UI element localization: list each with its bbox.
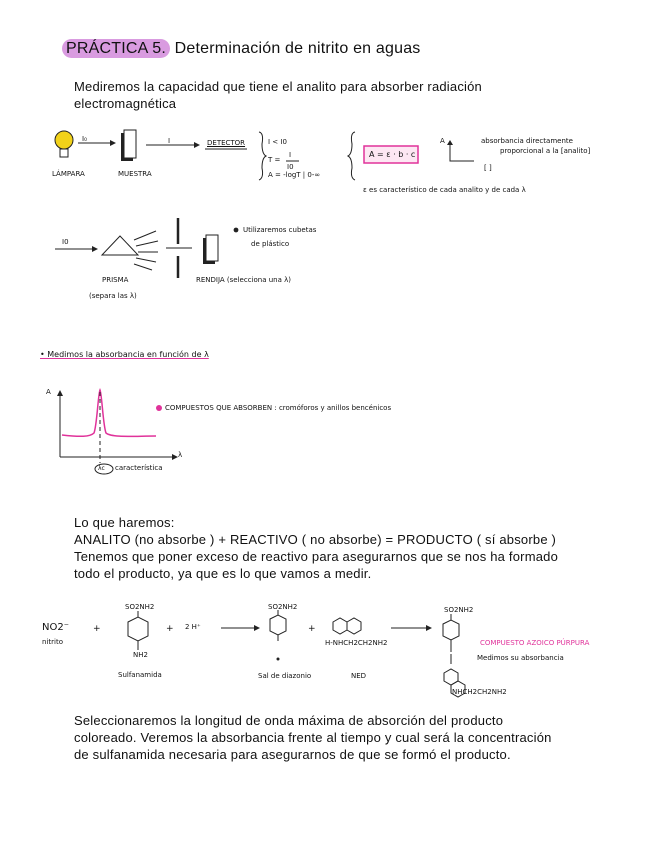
nitrite-label: nitrito <box>42 638 63 646</box>
ned-label: NED <box>351 672 367 680</box>
intro-line-2: electromagnética <box>74 96 177 111</box>
prism-sublabel: (separa las λ) <box>89 292 137 300</box>
cuvette-note-2: de plástico <box>251 240 290 248</box>
spectrum-y-label: A <box>46 388 51 396</box>
ned-substituent: H-NHCH2CH2NH2 <box>325 639 388 647</box>
plan-line-1: ANALITO (no absorbe ) + REACTIVO ( no ab… <box>74 532 557 547</box>
section-heading-absorbance: • Medimos la absorbancia en función de λ <box>40 350 209 359</box>
benzene-ring-3 <box>442 619 460 641</box>
amine-group: NH2 <box>133 651 148 659</box>
protons-label: 2 H⁺ <box>185 623 201 631</box>
peak-circle <box>94 463 114 475</box>
plus-sign-3: + <box>308 624 316 634</box>
plus-sign-1: + <box>93 624 101 634</box>
abs-note-1: absorbancia directamente <box>481 137 573 145</box>
naphthalene-ring <box>332 617 348 635</box>
conc-axis-label: [ ] <box>484 164 492 172</box>
sample-cuvette-icon <box>121 129 137 161</box>
prism-label: PRISMA <box>102 276 129 284</box>
diazo-top-group: SO2NH2 <box>268 603 298 611</box>
spectrum-x-label: λ <box>178 451 183 459</box>
azo-compound-note: COMPUESTO AZOICO PÚRPURA <box>480 639 590 647</box>
sulfonamide-group: SO2NH2 <box>125 603 155 611</box>
prism-icon <box>100 235 140 256</box>
eq-intensity: I < I0 <box>268 138 287 146</box>
plus-sign-2: + <box>166 624 174 634</box>
measure-absorbance-note: Medimos su absorbancia <box>477 654 564 662</box>
peak-wavelength-label: λc <box>98 465 105 472</box>
practice-number: PRÁCTICA 5. <box>62 39 171 58</box>
sample-label: MUESTRA <box>118 170 152 178</box>
plan-line-3: todo el producto, ya que es lo que vamos… <box>74 566 372 581</box>
eq-absorbance: A = -logT | 0-∞ <box>268 171 321 179</box>
eq-numerator: I <box>289 151 292 159</box>
title-text: Determinación de nitrito en aguas <box>170 40 421 57</box>
lamp-icon <box>54 130 74 158</box>
lamp-label: LÁMPARA <box>52 170 85 178</box>
eq-denominator: I0 <box>287 163 294 171</box>
epsilon-note: ε es característico de cada analito y de… <box>363 186 526 194</box>
closing-line-2: coloreado. Veremos la absorbancia frente… <box>74 730 552 745</box>
beer-law: A = ε · b · c <box>369 150 416 159</box>
sulfanamida-label: Sulfanamida <box>118 671 162 679</box>
cuvette-note-1: Utilizaremos cubetas <box>243 226 317 234</box>
eq-transmittance: T = <box>268 156 281 164</box>
i0-label-2: I0 <box>62 238 69 246</box>
page-title: PRÁCTICA 5. Determinación de nitrito en … <box>62 39 421 58</box>
diazonium-label: Sal de diazonio <box>258 672 312 680</box>
intro-paragraph: Mediremos la capacidad que tiene el anal… <box>74 78 482 112</box>
intro-line-1: Mediremos la capacidad que tiene el anal… <box>74 79 482 94</box>
abs-note-2: proporcional a la [analito] <box>500 147 591 155</box>
peak-characteristic-label: característica <box>115 464 163 472</box>
product-bottom-group: NHCH2CH2NH2 <box>452 688 507 696</box>
closing-line-3: de sulfanamida necesaria para asegurarno… <box>74 747 511 762</box>
i-label: I <box>168 137 171 145</box>
i0-label: I₀ <box>82 135 87 143</box>
product-top-group: SO2NH2 <box>444 606 474 614</box>
beer-law-box <box>363 145 419 164</box>
closing-paragraph: Seleccionaremos la longitud de onda máxi… <box>74 712 552 763</box>
plan-paragraph: Lo que haremos: ANALITO (no absorbe ) + … <box>74 514 558 582</box>
detector-label: DETECTOR <box>207 139 246 147</box>
closing-line-1: Seleccionaremos la longitud de onda máxi… <box>74 713 504 728</box>
absorption-spectrum <box>61 387 157 438</box>
plan-line-2: Tenemos que poner exceso de reactivo par… <box>74 549 559 564</box>
benzene-ring-2 <box>269 614 287 636</box>
benzene-ring-1 <box>127 616 149 642</box>
abs-axis-label: A <box>440 137 445 145</box>
slit-label: RENDIJA (selecciona una λ) <box>196 276 292 284</box>
chromophore-note: COMPUESTOS QUE ABSORBEN : cromóforos y a… <box>165 404 392 412</box>
plan-heading: Lo que haremos: <box>74 515 175 530</box>
cuvette-icon <box>203 234 219 264</box>
nitrite-formula: NO2⁻ <box>42 622 69 633</box>
